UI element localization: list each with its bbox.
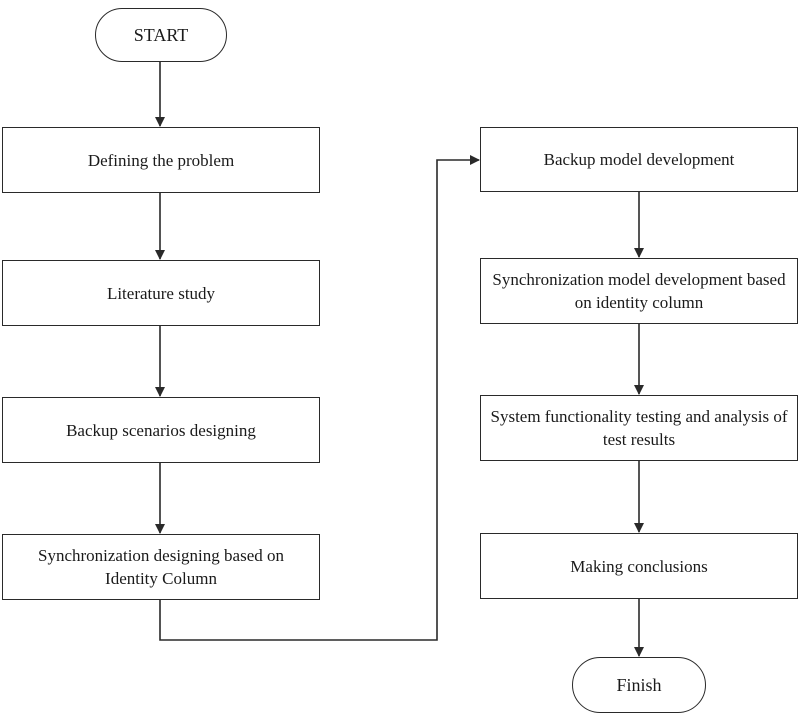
step-system-testing: System functionality testing and analysi… (480, 395, 798, 461)
step-conclusions: Making conclusions (480, 533, 798, 599)
start-terminal: START (95, 8, 227, 62)
arrow-sync-designing-to-backup-model (159, 155, 480, 641)
step-defining-problem: Defining the problem (2, 127, 320, 193)
finish-terminal: Finish (572, 657, 706, 713)
step-sync-designing: Synchronization designing based on Ident… (2, 534, 320, 600)
step-backup-model: Backup model development (480, 127, 798, 192)
step-backup-scenarios: Backup scenarios designing (2, 397, 320, 463)
step-sync-model: Synchronization model development based … (480, 258, 798, 324)
step-literature-study: Literature study (2, 260, 320, 326)
